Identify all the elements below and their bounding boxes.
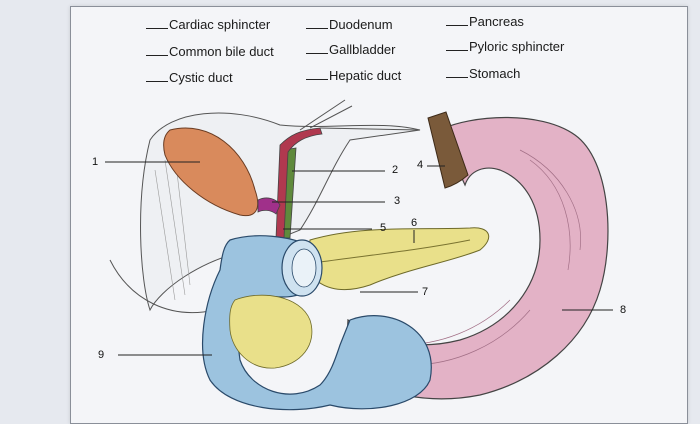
answer-blank[interactable] <box>306 53 328 54</box>
word-bank-hepatic-duct: Hepatic duct <box>306 68 401 83</box>
answer-blank[interactable] <box>306 79 328 80</box>
esophagus-shape <box>427 111 469 189</box>
duct-branches <box>299 99 421 131</box>
word-bank-common-bile-duct: Common bile duct <box>146 44 274 59</box>
duodenum-pancreas-head <box>229 294 313 369</box>
bile-duct-shape <box>275 127 323 239</box>
answer-blank[interactable] <box>146 81 168 82</box>
answer-blank[interactable] <box>446 50 468 51</box>
word-label: Hepatic duct <box>329 68 402 83</box>
duodenum-opening-inner <box>291 248 317 288</box>
callout-6: 6 <box>411 217 418 229</box>
answer-blank[interactable] <box>446 25 468 26</box>
word-label: Cystic duct <box>169 70 233 85</box>
word-bank-pancreas: Pancreas <box>446 14 524 29</box>
word-label: Gallbladder <box>329 42 396 57</box>
callout-3: 3 <box>394 195 401 207</box>
callout-7: 7 <box>422 286 429 298</box>
callout-9: 9 <box>98 349 105 361</box>
liver-hatching <box>154 154 191 301</box>
word-label: Cardiac sphincter <box>169 17 271 32</box>
word-label: Duodenum <box>329 17 393 32</box>
pancreas-shape <box>307 227 490 291</box>
word-bank-stomach: Stomach <box>446 66 520 81</box>
stomach-rugae <box>399 149 581 366</box>
answer-blank[interactable] <box>146 28 168 29</box>
callout-2: 2 <box>392 164 399 176</box>
callout-1: 1 <box>92 156 99 168</box>
word-label: Pancreas <box>469 14 524 29</box>
word-bank-gallbladder: Gallbladder <box>306 42 396 57</box>
answer-blank[interactable] <box>306 28 328 29</box>
liver-lobe-outline <box>109 259 216 314</box>
pancreas-duct <box>319 239 471 263</box>
callout-4: 4 <box>417 159 424 171</box>
word-label: Stomach <box>469 66 521 81</box>
word-bank-cystic-duct: Cystic duct <box>146 70 233 85</box>
gallbladder-shape <box>163 127 259 217</box>
callout-8: 8 <box>620 304 627 316</box>
word-bank-pyloric-sphincter: Pyloric sphincter <box>446 39 564 54</box>
word-label: Common bile duct <box>169 44 274 59</box>
word-bank-cardiac-sphincter: Cardiac sphincter <box>146 17 270 32</box>
answer-blank[interactable] <box>446 77 468 78</box>
answer-blank[interactable] <box>146 55 168 56</box>
word-label: Pyloric sphincter <box>469 39 565 54</box>
callout-5: 5 <box>380 222 387 234</box>
word-bank-duodenum: Duodenum <box>306 17 393 32</box>
